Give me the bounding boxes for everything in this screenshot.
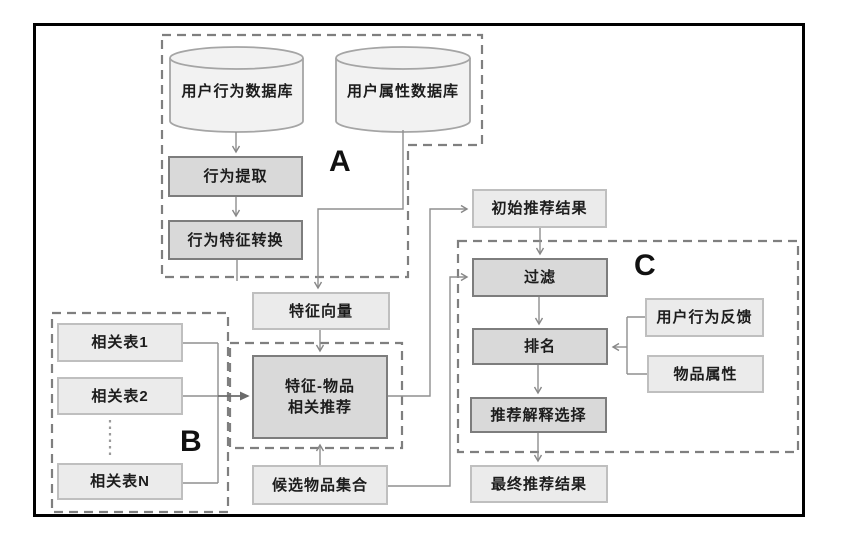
- node-table-n: 相关表N: [57, 463, 183, 500]
- node-explanation-select: 推荐解释选择: [470, 397, 607, 433]
- edge-lines: [108, 130, 647, 487]
- node-behavior-transform: 行为特征转换: [168, 220, 303, 260]
- node-feature-item-rec-line2: 相关推荐: [287, 399, 352, 416]
- node-attribute-database: 用户属性数据库: [346, 82, 459, 100]
- node-candidate-items: 候选物品集合: [252, 465, 388, 505]
- node-ranking: 排名: [472, 328, 608, 365]
- region-a-outline: [160, 33, 484, 279]
- node-table-2: 相关表2: [57, 377, 183, 415]
- node-initial-result: 初始推荐结果: [472, 189, 607, 228]
- node-behavior-database: 用户行为数据库: [181, 82, 294, 100]
- node-feature-item-rec: 特征-物品 相关推荐: [252, 355, 388, 439]
- node-filter: 过滤: [472, 258, 608, 297]
- edge-tables-trunk: [183, 342, 219, 484]
- region-b-label: B: [180, 425, 202, 458]
- node-user-feedback: 用户行为反馈: [645, 298, 764, 337]
- edge-dbattribute-featurevector: [313, 130, 404, 290]
- node-feature-item-rec-line1: 特征-物品: [285, 378, 355, 395]
- edge-rec-initialresult: [388, 204, 469, 397]
- region-c-label: C: [634, 249, 656, 282]
- attribute-database-cylinder: [335, 46, 471, 133]
- edge-candidate-filter: [388, 272, 469, 487]
- edge-feedback-bracket: [626, 316, 647, 375]
- figure-frame: [33, 23, 805, 517]
- node-table-1: 相关表1: [57, 323, 183, 362]
- node-final-result: 最终推荐结果: [470, 465, 608, 503]
- region-b-outline: [50, 311, 230, 514]
- node-behavior-extract: 行为提取: [168, 156, 303, 197]
- region-a-label: A: [329, 145, 351, 178]
- region-c-outline: [456, 239, 800, 454]
- behavior-database-cylinder: [169, 46, 304, 133]
- node-feature-vector: 特征向量: [252, 292, 390, 330]
- node-item-attributes: 物品属性: [647, 355, 764, 393]
